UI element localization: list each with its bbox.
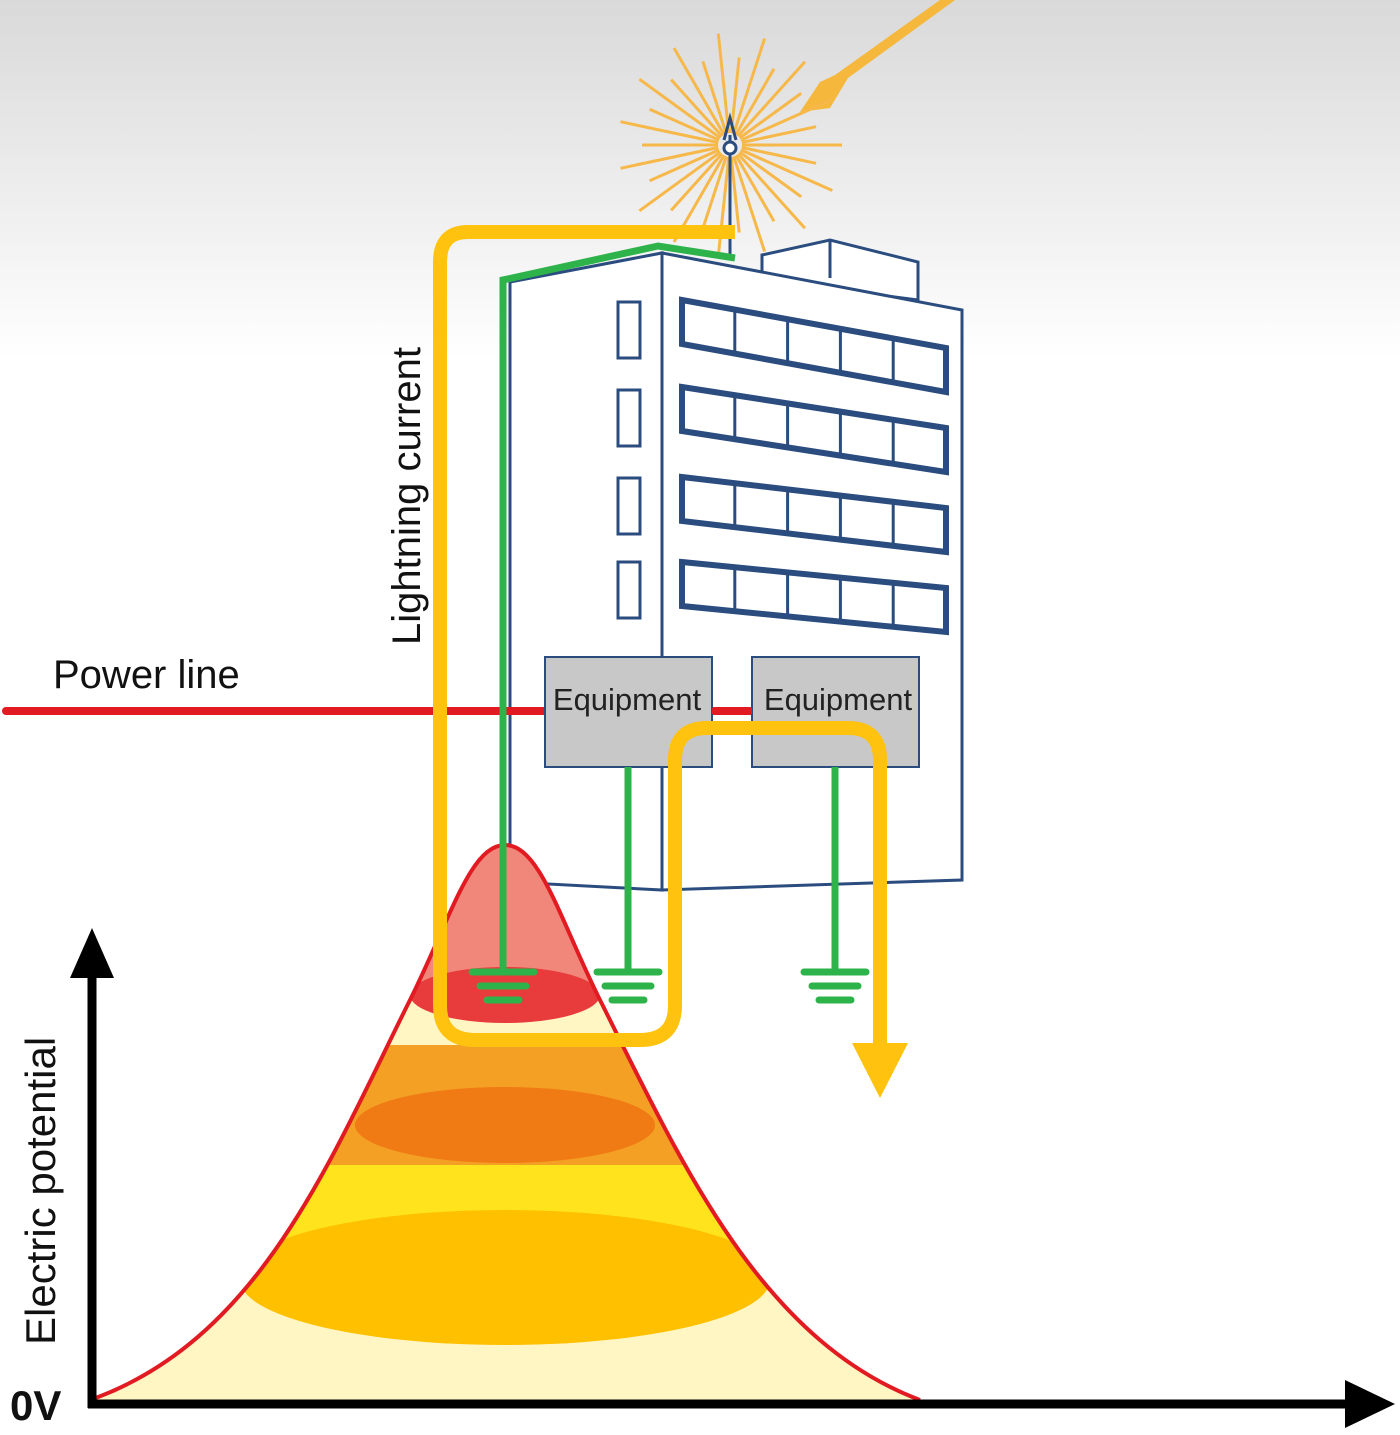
spark-ray	[732, 155, 767, 252]
spark-ray	[648, 148, 720, 183]
earth-ground-symbol-left	[468, 968, 538, 1004]
spark-ray	[670, 152, 724, 212]
spark-ray	[620, 120, 719, 144]
spark-ray	[734, 68, 776, 136]
window-band	[679, 473, 949, 556]
window-band	[679, 383, 949, 476]
spark-ray	[648, 107, 720, 142]
lightning-rod	[722, 112, 738, 260]
spark-ray	[740, 98, 833, 142]
potential-distribution	[89, 842, 921, 1402]
earth-ground-symbol-middle	[593, 968, 663, 1004]
earth-ground-symbol-right	[800, 968, 870, 1004]
spark-ray	[701, 60, 728, 135]
spark-ray	[732, 38, 767, 135]
spark-ray	[741, 146, 817, 165]
potential-axes	[70, 928, 1395, 1428]
spark-ray	[620, 146, 719, 170]
spark-ray	[672, 47, 726, 136]
window-band	[679, 296, 949, 396]
equipment-right: Equipment	[751, 656, 920, 768]
building	[508, 238, 964, 892]
equipment-right-label: Equipment	[764, 682, 913, 717]
spark-ray	[729, 57, 741, 134]
window-band	[679, 558, 949, 636]
spark-ray	[738, 92, 803, 140]
lightning-current-label: Lightning current	[385, 347, 429, 645]
spark-ray	[741, 125, 817, 144]
spark-ray	[729, 156, 741, 233]
spark-ray	[638, 77, 722, 140]
lightning-strike-spark	[620, 33, 842, 257]
spark-ray	[740, 148, 833, 192]
spark-ray	[716, 156, 731, 257]
spark-ray	[736, 60, 807, 138]
y-axis-arrow	[70, 928, 114, 978]
zero-volt-label: 0V	[10, 1382, 61, 1429]
equipment-left-label: Equipment	[553, 682, 702, 717]
lightning-current-arrowhead	[852, 1043, 908, 1098]
equipment-left: Equipment	[544, 656, 713, 768]
spark-ray	[716, 33, 731, 134]
x-axis-arrow	[1345, 1380, 1395, 1428]
spark-ray	[701, 155, 728, 230]
spark-ray	[638, 150, 722, 213]
y-axis-label: Electric potential	[17, 1037, 64, 1345]
power-line-label: Power line	[53, 653, 240, 697]
spark-ray	[738, 150, 803, 198]
earth-conductor	[499, 242, 839, 975]
lightning-bolt	[800, 0, 955, 112]
spark-ray	[736, 152, 807, 230]
spark-ray	[670, 78, 724, 138]
spark-ray	[734, 154, 776, 222]
lightning-current-path	[433, 225, 887, 1047]
